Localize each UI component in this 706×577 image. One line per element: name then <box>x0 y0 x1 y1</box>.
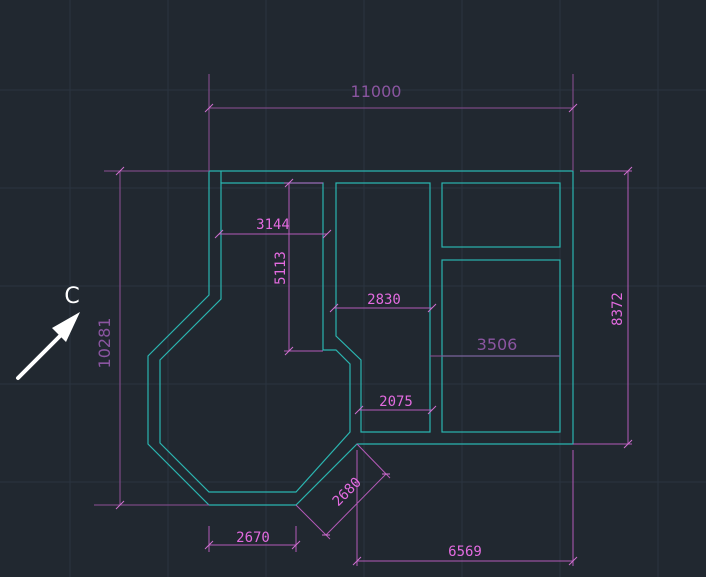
dimension-labels: 11000 10281 8372 3144 5113 2830 2075 350… <box>95 82 626 560</box>
inner-wall-outline-left <box>159 182 351 493</box>
label-right-room: 3506 <box>477 335 518 354</box>
label-bottom-right-width: 6569 <box>448 544 482 560</box>
label-mid-room-width: 2830 <box>367 292 401 308</box>
view-marker: C <box>16 284 80 380</box>
dim-2680-line <box>325 473 387 536</box>
view-marker-label: C <box>64 284 79 309</box>
label-room-width-left: 3144 <box>256 217 290 233</box>
room-right-bottom <box>441 259 561 433</box>
dim-2680-ext-a <box>295 504 331 540</box>
outer-wall-outline <box>147 170 574 506</box>
label-top-width: 11000 <box>351 82 402 101</box>
room-right-top <box>441 182 561 248</box>
room-middle-outline <box>335 182 431 433</box>
label-mid-room-bottom-width: 2075 <box>379 394 413 410</box>
label-room-height-left: 5113 <box>273 251 289 285</box>
label-right-height: 8372 <box>610 292 626 326</box>
label-diagonal-length: 2680 <box>330 475 365 510</box>
dimension-lines <box>94 74 633 566</box>
outer-wall <box>147 170 574 506</box>
dim-2680-ext-b <box>356 443 391 479</box>
label-bottom-left-width: 2670 <box>236 530 270 546</box>
arrow-up-right-icon <box>16 312 80 380</box>
label-left-height: 10281 <box>95 318 114 369</box>
